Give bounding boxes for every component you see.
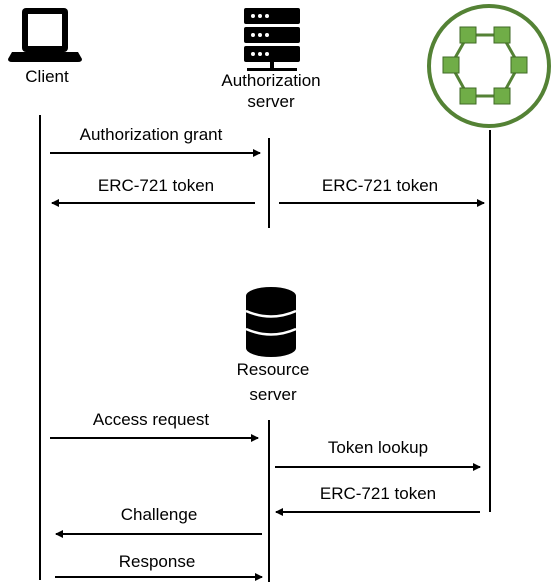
erc-token-to-chain-label: ERC-721 token — [322, 176, 438, 195]
authorization-grant-label: Authorization grant — [80, 125, 223, 144]
response-label: Response — [119, 552, 196, 571]
challenge-label: Challenge — [121, 505, 198, 524]
access-request-label: Access request — [93, 410, 209, 429]
token-lookup-label: Token lookup — [328, 438, 428, 457]
erc-token-from-chain-label: ERC-721 token — [320, 484, 436, 503]
server-rack-icon — [244, 8, 300, 71]
authorization-server-label-line1: Authorization — [221, 71, 320, 90]
blockchain-ring-icon — [427, 4, 551, 128]
laptop-icon — [8, 8, 82, 62]
erc-token-to-client-label: ERC-721 token — [98, 176, 214, 195]
resource-server-label-line1: Resource — [237, 360, 310, 379]
database-icon — [245, 287, 297, 357]
resource-server-label-line2: server — [249, 385, 297, 404]
client-label: Client — [25, 67, 69, 86]
authorization-server-label-line2: server — [247, 92, 295, 111]
